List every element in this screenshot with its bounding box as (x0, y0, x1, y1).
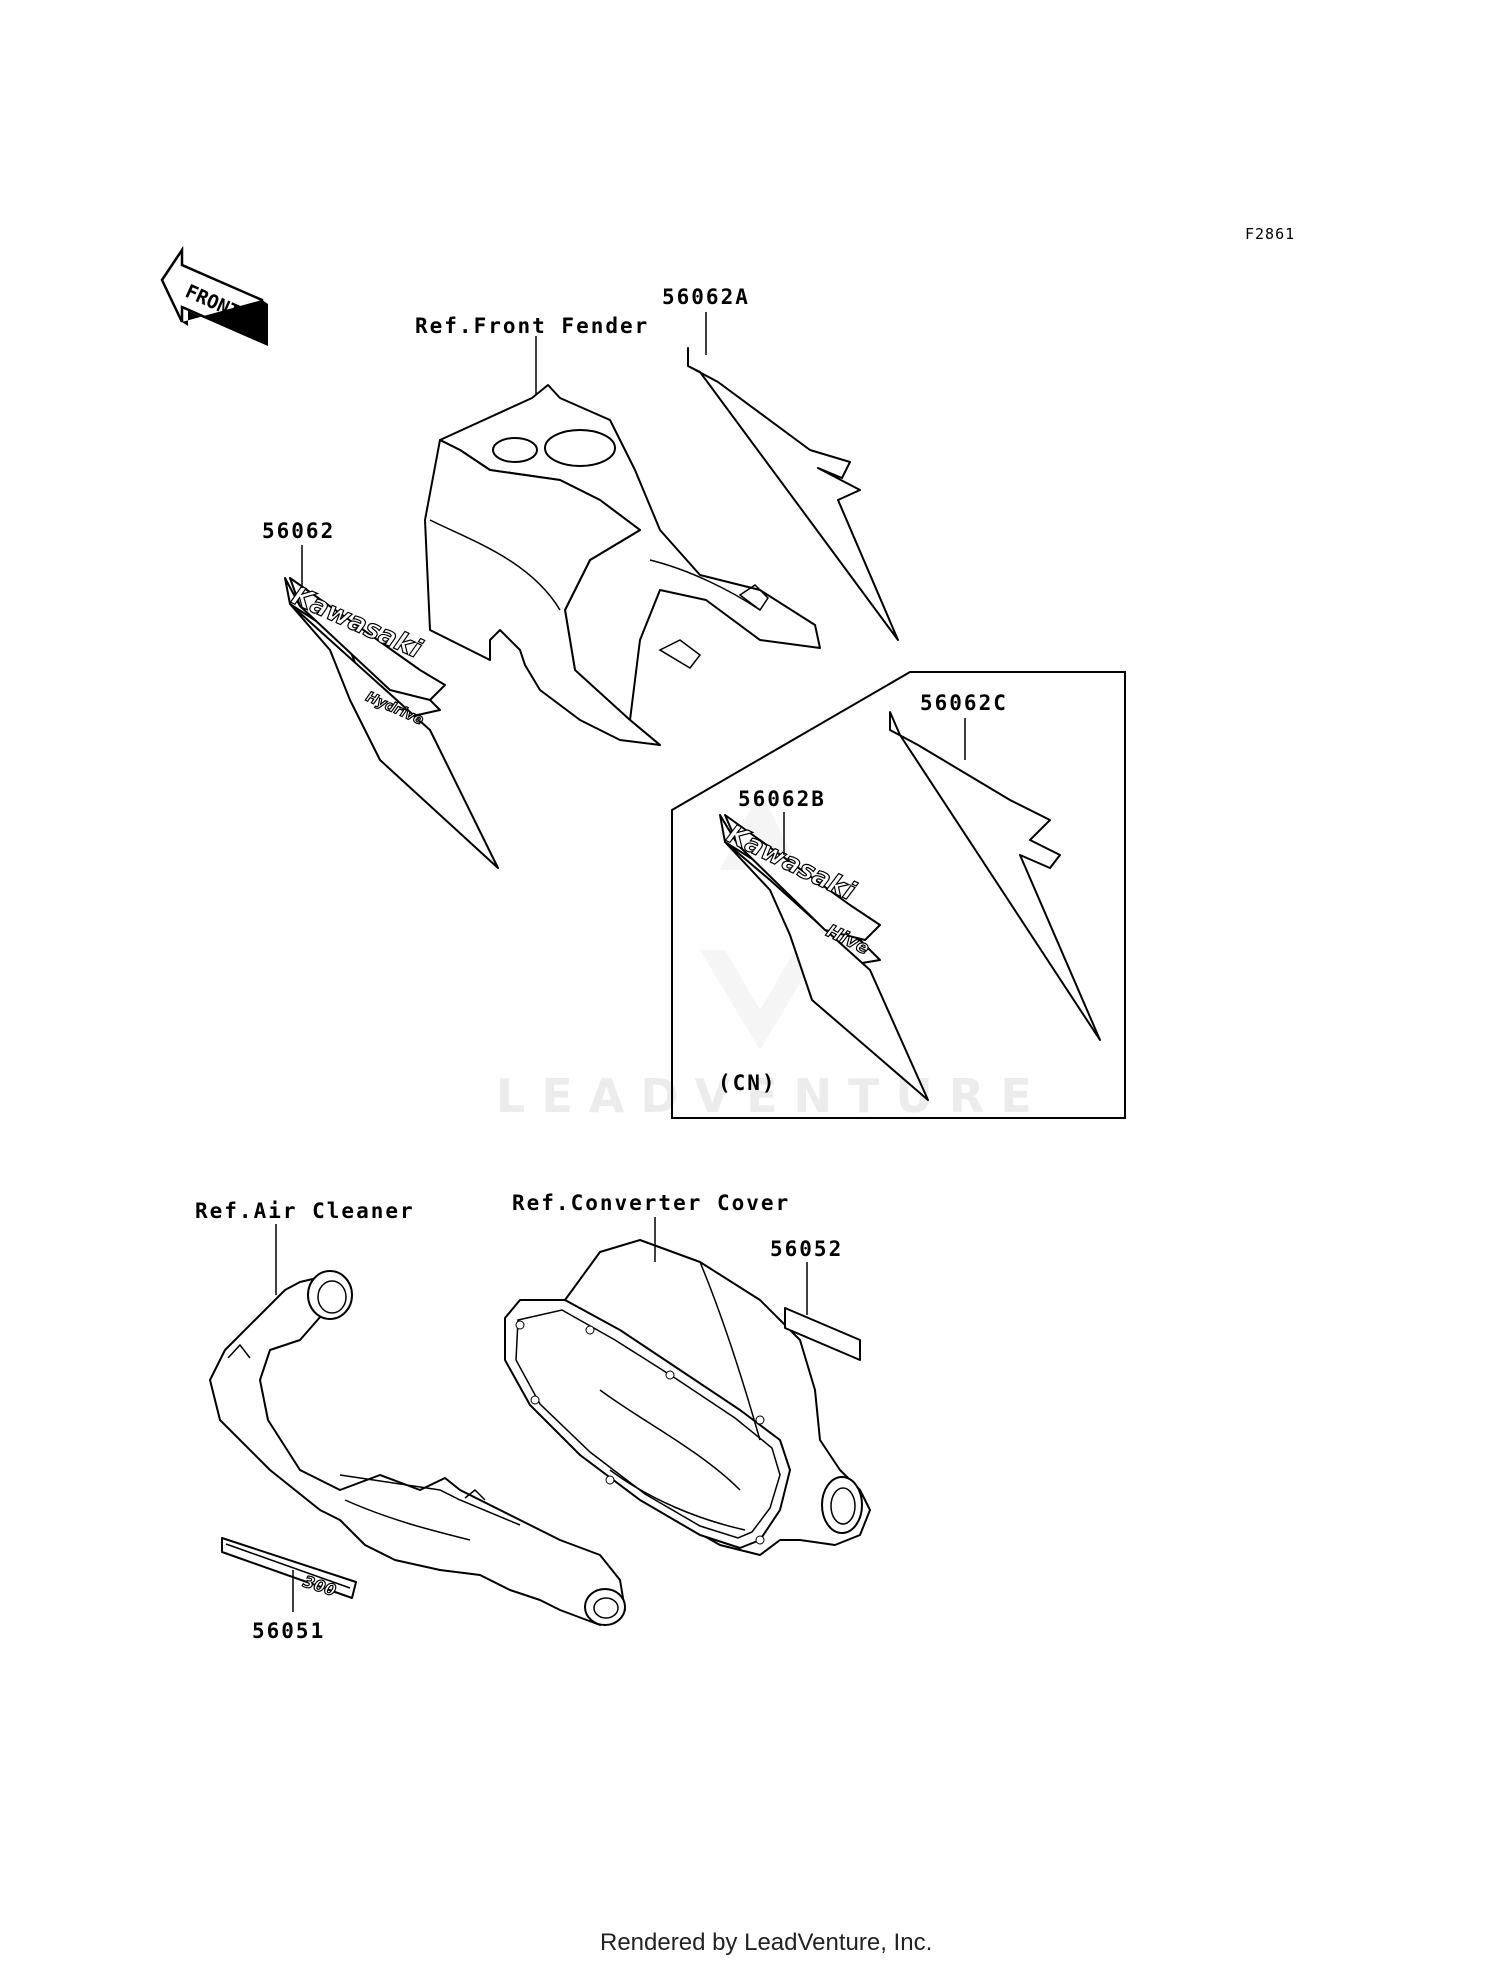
label-56062: 56062 (262, 519, 335, 543)
decal-56052 (784, 1307, 861, 1361)
decal-56062C (889, 711, 1101, 1041)
decal-56062A (687, 347, 899, 641)
converter-cover (504, 1239, 871, 1556)
decal-56062: Kawasaki Hydrive (284, 577, 499, 869)
label-56051: 56051 (252, 1619, 325, 1643)
decal-56051: 300 (221, 1537, 357, 1601)
front-arrow-icon: FRONT (160, 245, 268, 346)
front-fender (424, 384, 821, 746)
label-56052: 56052 (770, 1237, 843, 1261)
label-56062B: 56062B (738, 787, 826, 811)
decal-56062B: Kawasaki Hive (719, 814, 929, 1101)
label-56062A: 56062A (662, 285, 750, 309)
air-cleaner-duct (209, 1270, 626, 1626)
watermark-text: LEADVENTURE (496, 1069, 1048, 1123)
label-ref-front-fender: Ref.Front Fender (415, 314, 649, 338)
inset-cn-box (671, 671, 1126, 1119)
label-56062C: 56062C (920, 691, 1008, 715)
footer-credit: Rendered by LeadVenture, Inc. (600, 1929, 932, 1956)
label-ref-converter-cover: Ref.Converter Cover (512, 1191, 790, 1215)
label-ref-air-cleaner: Ref.Air Cleaner (195, 1199, 415, 1223)
inset-note-cn: (CN) (718, 1071, 777, 1095)
diagram-code: F2861 (1245, 225, 1295, 243)
